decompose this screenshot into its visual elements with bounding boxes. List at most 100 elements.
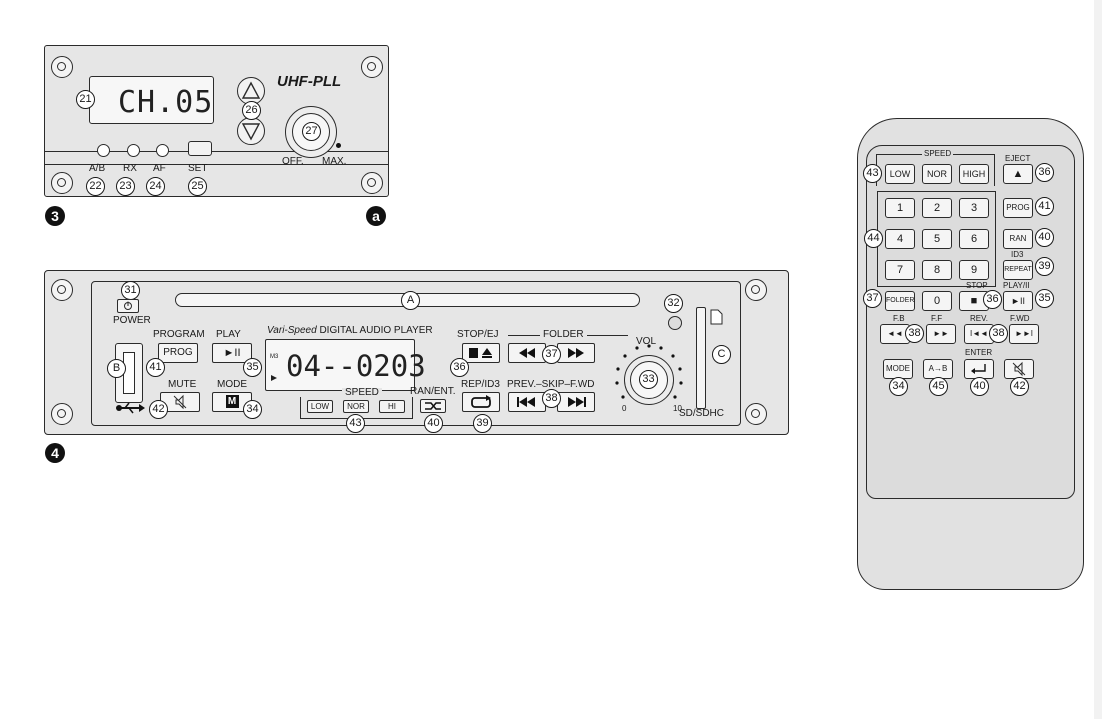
prog-button[interactable]: PROG [158,343,198,363]
callout-34: 34 [243,400,262,419]
player-title: Vari-Speed DIGITAL AUDIO PLAYER [267,326,433,336]
speed-low-button[interactable]: LOW [307,400,333,413]
vol-max-label: 10 [673,404,682,413]
callout-27: 27 [302,122,321,141]
page-edge [1094,0,1102,719]
channel-display-text: CH.05 [118,85,214,120]
random-button[interactable] [420,399,446,413]
ir-sensor [668,316,682,330]
remote-prog-button[interactable]: PROG [1003,198,1033,218]
remote-speed-label: SPEED [922,149,954,158]
stop-eject-button[interactable] [462,343,500,363]
remote-play-button[interactable]: ►II [1003,291,1033,311]
screw-icon [51,172,73,194]
volume-knob-large[interactable] [624,355,674,405]
remote-folder-button[interactable]: FOLDER [885,291,915,311]
mute-label: MUTE [168,379,197,390]
remote-key-6[interactable]: 6 [959,229,989,249]
remote-key-8[interactable]: 8 [922,260,952,280]
folder-back-button[interactable] [508,343,546,363]
remote-mute-button[interactable] [1004,359,1034,379]
power-icon [124,301,132,310]
speed-label: SPEED [342,388,382,398]
remote-control: SPEED 43 LOW NOR HIGH EJECT ▲ 36 44 1 2 … [857,118,1084,590]
screw-icon [51,279,73,301]
sd-label: SD/SDHC [679,408,725,419]
screw-icon [51,56,73,78]
callout-41: 41 [146,358,165,377]
audio-player-panel: A 32 31 POWER B PROGRAM PROG 41 PLAY ►II… [44,270,789,435]
sd-card-slot[interactable] [696,307,706,409]
lcd-play-indicator-icon [271,375,277,381]
remote-enter-label: ENTER [965,348,993,357]
remote-ran-button[interactable]: RAN [1003,229,1033,249]
set-label: SET [188,163,208,174]
figure-a-marker: a [366,206,386,226]
remote-key-1[interactable]: 1 [885,198,915,218]
folder-forward-button[interactable] [557,343,595,363]
remote-key-7[interactable]: 7 [885,260,915,280]
ab-label: A/B [89,163,106,174]
callout-31: 31 [121,281,140,300]
remote-low-button[interactable]: LOW [885,164,915,184]
screw-icon [51,403,73,425]
remote-key-5[interactable]: 5 [922,229,952,249]
remote-key-3[interactable]: 3 [959,198,989,218]
remote-eject-button[interactable]: ▲ [1003,164,1033,184]
enter-icon [971,364,986,374]
remote-key-0[interactable]: 0 [922,291,952,311]
program-label: PROGRAM [153,329,205,340]
player-title-rest: DIGITAL AUDIO PLAYER [316,325,433,336]
remote-id3-label: ID3 [1011,250,1024,259]
stop-eject-icon [469,348,492,358]
callout-38: 38 [542,389,561,408]
mode-button[interactable]: M [212,392,252,412]
remote-callout-44: 44 [864,229,883,248]
repeat-button[interactable] [462,392,500,412]
skip-prev-button[interactable] [508,392,546,412]
remote-callout-38a: 38 [905,324,924,343]
callout-23: 23 [116,177,135,196]
callout-35: 35 [243,358,262,377]
remote-repeat-button[interactable]: REPEAT [1003,260,1033,280]
volume-knob[interactable] [285,106,337,158]
volume-scale-dots [615,344,683,399]
lcd-indicator: M3 [270,354,279,360]
folder-label: FOLDER [540,330,587,340]
remote-callout-41: 41 [1035,197,1054,216]
play-pause-button[interactable]: ►II [212,343,252,363]
remote-nor-button[interactable]: NOR [922,164,952,184]
remote-high-button[interactable]: HIGH [959,164,989,184]
remote-ab-button[interactable]: A→B [923,359,953,379]
triangle-down-icon [241,123,261,141]
brand-label: UHF-PLL [277,73,342,90]
remote-play-label: PLAY/II [1003,281,1030,290]
mode-button-glyph: M [225,395,239,408]
remote-key-4[interactable]: 4 [885,229,915,249]
remote-mode-button[interactable]: MODE [883,359,913,379]
skip-next-button[interactable] [557,392,595,412]
speed-hi-button[interactable]: HI [379,400,405,413]
player-title-italic: Vari-Speed [267,325,317,336]
set-button[interactable] [188,141,212,156]
remote-key-9[interactable]: 9 [959,260,989,280]
mute-icon [173,394,187,410]
remote-callout-43: 43 [863,164,882,183]
power-button[interactable] [117,299,139,313]
mode-label: MODE [217,379,247,390]
remote-key-2[interactable]: 2 [922,198,952,218]
stop-ej-label: STOP/EJ [457,329,499,340]
uhf-receiver-panel: CH.05 21 26 UHF-PLL 27 OFF. MAX. A/B RX … [44,45,389,197]
remote-enter-button[interactable] [964,359,994,379]
remote-fwd-button[interactable]: ►►I [1009,324,1039,344]
remote-ff-button[interactable]: ►► [926,324,956,344]
speed-nor-button[interactable]: NOR [343,400,369,413]
remote-fwd-label: F.WD [1010,314,1030,323]
knob-max-dot [336,143,341,148]
remote-fb-button[interactable]: ◄◄ [880,324,910,344]
off-label: OFF. [282,156,304,167]
callout-25: 25 [188,177,207,196]
skip-next-icon [568,397,586,407]
remote-callout-36b: 36 [983,290,1002,309]
channel-down-button[interactable] [237,117,265,145]
